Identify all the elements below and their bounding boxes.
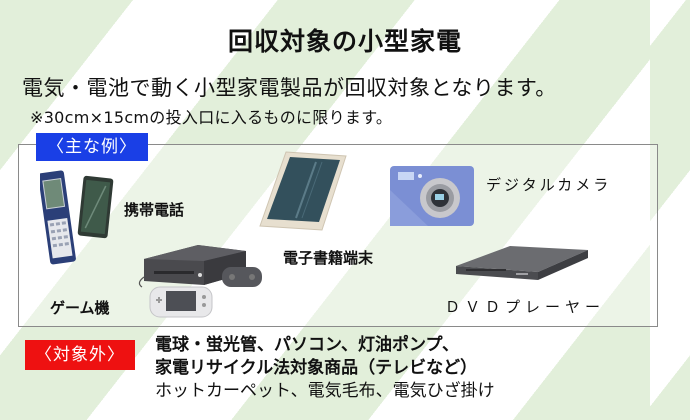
lead-text: 電気・電池で動く小型家電製品が回収対象となります。 [22,76,557,100]
mobile-phone-icon [40,167,120,267]
example-label-digital-camera: デジタルカメラ [486,176,612,194]
page-title: 回収対象の小型家電 [227,27,462,56]
dvd-player-icon [452,240,592,282]
excluded-line: ホットカーペット、電気毛布、電気ひざ掛け [155,381,495,401]
examples-tag: 〈主な例〉 [36,133,148,161]
example-label-mobile-phone: 携帯電話 [124,201,185,219]
excluded-line: 電球・蛍光管、パソコン、灯油ポンプ、 [155,335,459,355]
excluded-list: 電球・蛍光管、パソコン、灯油ポンプ、 家電リサイクル法対象商品（テレビなど） ホ… [155,334,495,403]
digital-camera-icon [388,160,478,230]
example-label-ebook-reader: 電子書籍端末 [283,249,374,267]
example-label-game-console: ゲーム機 [50,299,110,317]
example-label-dvd-player: ＤＶＤプレーヤー [445,298,606,316]
size-note: ※30cm×15cmの投入口に入るものに限ります。 [30,108,393,127]
game-console-icon [134,243,274,321]
excluded-line: 家電リサイクル法対象商品（テレビなど） [155,358,478,378]
excluded-tag: 〈対象外〉 [25,340,135,370]
ebook-reader-icon [256,150,348,232]
